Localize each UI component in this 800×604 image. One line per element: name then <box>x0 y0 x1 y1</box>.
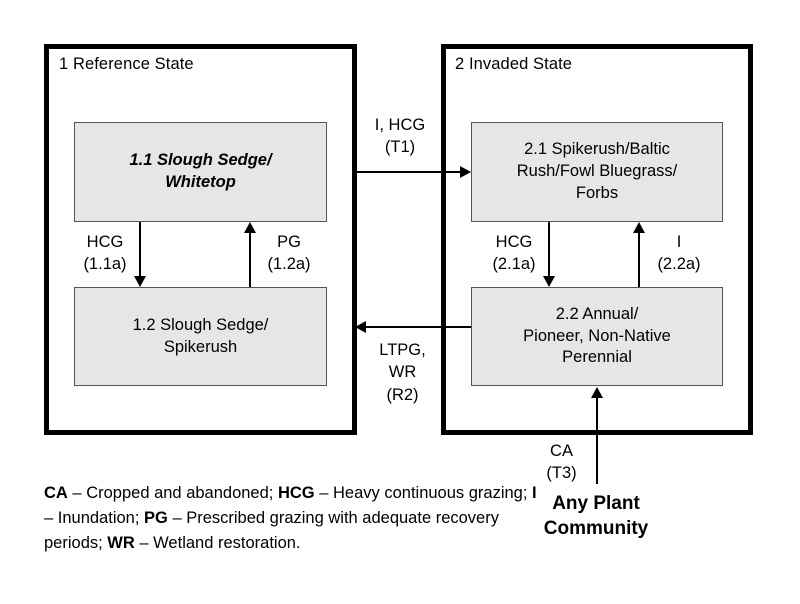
transition-line-t3 <box>596 398 598 484</box>
arrow-up-icon-2-2a <box>633 222 645 233</box>
legend-dash-ca: – <box>67 484 87 502</box>
legend-dash-i: – <box>44 509 58 528</box>
transition-line-1-1a <box>139 222 141 276</box>
community-box-2-1-label: 2.1 Spikerush/Baltic Rush/Fowl Bluegrass… <box>516 140 678 202</box>
legend-def-pg: Prescribed grazing with adequate recover… <box>44 509 499 553</box>
legend-def-hcg: Heavy continuous grazing; <box>332 484 533 502</box>
legend-abbr-wr: WR <box>107 534 135 553</box>
legend-dash-hcg: – <box>314 484 333 502</box>
transition-line-1-2a <box>249 233 251 287</box>
transition-label-t3: CA (T3) <box>546 442 577 483</box>
community-box-2-2[interactable]: 2.2 Annual/ Pioneer, Non-Native Perennia… <box>471 287 723 386</box>
transition-line-t1 <box>357 171 465 173</box>
legend-def-i: Inundation; <box>57 509 145 528</box>
transition-label-1-1a: HCG (1.1a) <box>83 233 127 274</box>
external-node-any-plant-community[interactable]: Any Plant Community <box>543 493 649 539</box>
legend-dash-pg: – <box>167 509 187 528</box>
legend-def-wr: Wetland restoration. <box>153 534 301 553</box>
transition-label-2-1a: HCG (2.1a) <box>492 233 536 274</box>
transition-line-r2 <box>362 326 471 328</box>
community-box-2-1[interactable]: 2.1 Spikerush/Baltic Rush/Fowl Bluegrass… <box>471 122 723 222</box>
transition-label-2-2a: I (2.2a) <box>657 233 701 274</box>
arrow-left-icon-r2 <box>355 321 366 333</box>
arrow-right-icon-t1 <box>460 166 471 178</box>
transition-line-2-2a <box>638 233 640 287</box>
legend-abbr-pg: PG <box>144 509 168 528</box>
arrow-up-icon-1-2a <box>244 222 256 233</box>
legend-def-ca: Cropped and abandoned; <box>86 484 278 502</box>
state-title-reference: 1 Reference State <box>59 55 194 73</box>
community-box-1-1-label: 1.1 Slough Sedge/ Whitetop <box>129 151 272 191</box>
community-box-2-2-label: 2.2 Annual/ Pioneer, Non-Native Perennia… <box>523 304 671 367</box>
arrow-down-icon-2-1a <box>543 276 555 287</box>
legend-abbr-hcg: HCG <box>277 484 315 502</box>
legend-abbr-i: I <box>532 484 537 502</box>
state-title-invaded: 2 Invaded State <box>455 55 573 73</box>
arrow-down-icon-1-1a <box>134 276 146 287</box>
transition-label-1-2a: PG (1.2a) <box>267 233 311 274</box>
legend-abbr-ca: CA <box>44 484 68 502</box>
transition-label-t1: I, HCG (T1) <box>374 116 426 157</box>
community-box-1-2-label: 1.2 Slough Sedge/ Spikerush <box>132 315 269 356</box>
arrow-up-icon-t3 <box>591 387 603 398</box>
legend: CA – Cropped and abandoned; HCG – Heavy … <box>44 481 544 556</box>
transition-label-r2: LTPG, WR (R2) <box>379 341 426 404</box>
community-box-1-1[interactable]: 1.1 Slough Sedge/ Whitetop <box>74 122 327 222</box>
legend-dash-wr: – <box>134 534 154 553</box>
community-box-1-2[interactable]: 1.2 Slough Sedge/ Spikerush <box>74 287 327 386</box>
transition-line-2-1a <box>548 222 550 276</box>
